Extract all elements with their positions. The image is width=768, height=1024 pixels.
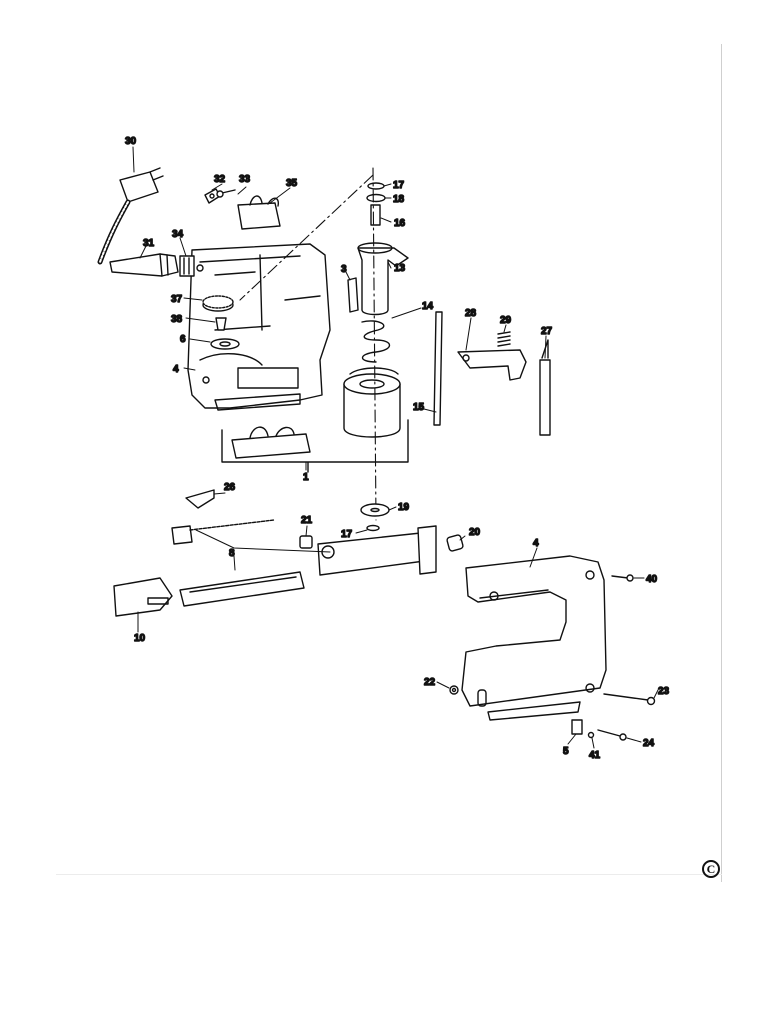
assembly-axis-line — [372, 167, 377, 521]
part-label-5: 5 — [563, 746, 569, 757]
part-label-32: 32 — [214, 174, 226, 185]
plug-cord-part — [97, 167, 164, 265]
part-label-18: 18 — [393, 194, 405, 205]
spring-clip-part — [185, 489, 215, 509]
part-label-17-top: 17 — [393, 180, 405, 191]
part-label-27: 27 — [541, 326, 553, 337]
part-label-14: 14 — [422, 301, 434, 312]
part-label-16: 16 — [394, 218, 406, 229]
pusher-part — [113, 577, 173, 617]
assembly-axis-line-2 — [239, 174, 374, 301]
part-label-3: 3 — [341, 264, 347, 275]
clip-part — [215, 317, 227, 331]
screw-part — [216, 189, 236, 198]
long-strip-part — [433, 311, 443, 426]
magazine-part — [171, 519, 437, 607]
label-8-leaders — [195, 529, 331, 571]
spring-part — [497, 331, 511, 347]
part-label-20: 20 — [469, 527, 481, 538]
nut-part — [449, 685, 459, 695]
part-label-24: 24 — [643, 738, 655, 749]
part-label-19: 19 — [398, 502, 410, 513]
pin-part — [446, 534, 464, 552]
switch-part — [179, 255, 195, 277]
copyright-mark: C — [702, 860, 720, 878]
part-label-28: 28 — [465, 308, 477, 319]
part-label-8: 8 — [229, 548, 235, 559]
part-label-31: 31 — [143, 238, 155, 249]
adjust-wheel-part — [202, 295, 234, 312]
part-label-4-base: 4 — [533, 538, 539, 549]
part-label-22: 22 — [424, 677, 436, 688]
housing-left-part — [187, 243, 331, 411]
part-label-33: 33 — [239, 174, 251, 185]
lever-part — [457, 349, 527, 381]
washer-part — [210, 338, 240, 350]
part-label-30: 30 — [125, 136, 137, 147]
part-label-13: 13 — [394, 263, 406, 274]
small-screw-part — [587, 731, 595, 739]
part-label-1: 1 — [303, 472, 309, 483]
part-label-38: 38 — [171, 314, 183, 325]
screw-40-part — [611, 574, 634, 582]
assembly-1-bracket — [221, 419, 409, 473]
part-label-4-housing: 4 — [173, 364, 179, 375]
part-label-41: 41 — [589, 750, 601, 761]
part-label-29: 29 — [500, 315, 512, 326]
page-edge-rule — [721, 44, 722, 882]
part-label-35: 35 — [286, 178, 298, 189]
base-plate-part — [461, 555, 607, 721]
leader-lines — [132, 146, 659, 749]
part-label-21: 21 — [301, 515, 313, 526]
bush-part — [299, 535, 313, 549]
part-label-23: 23 — [658, 686, 670, 697]
bracket-part — [571, 719, 583, 735]
washer-small-part — [366, 524, 380, 532]
part-label-6: 6 — [180, 334, 186, 345]
part-label-34: 34 — [172, 229, 184, 240]
screw-23-part — [603, 693, 656, 706]
coil-part — [343, 367, 401, 438]
page-bottom-rule — [56, 874, 722, 875]
part-label-17-bottom: 17 — [341, 529, 353, 540]
cord-guard-part — [109, 253, 179, 277]
screw-24-part — [597, 729, 627, 741]
capacitor-part — [237, 195, 281, 230]
part-label-37: 37 — [171, 294, 183, 305]
part-label-26: 26 — [224, 482, 236, 493]
part-label-10: 10 — [134, 633, 146, 644]
blade-part — [539, 339, 551, 436]
part-label-40: 40 — [646, 574, 658, 585]
part-label-15: 15 — [413, 402, 425, 413]
switch-block-part — [231, 426, 311, 459]
disc-part — [360, 503, 390, 517]
part-labels: 30 32 33 35 31 34 37 38 6 4 1 17 18 16 1… — [124, 135, 670, 761]
